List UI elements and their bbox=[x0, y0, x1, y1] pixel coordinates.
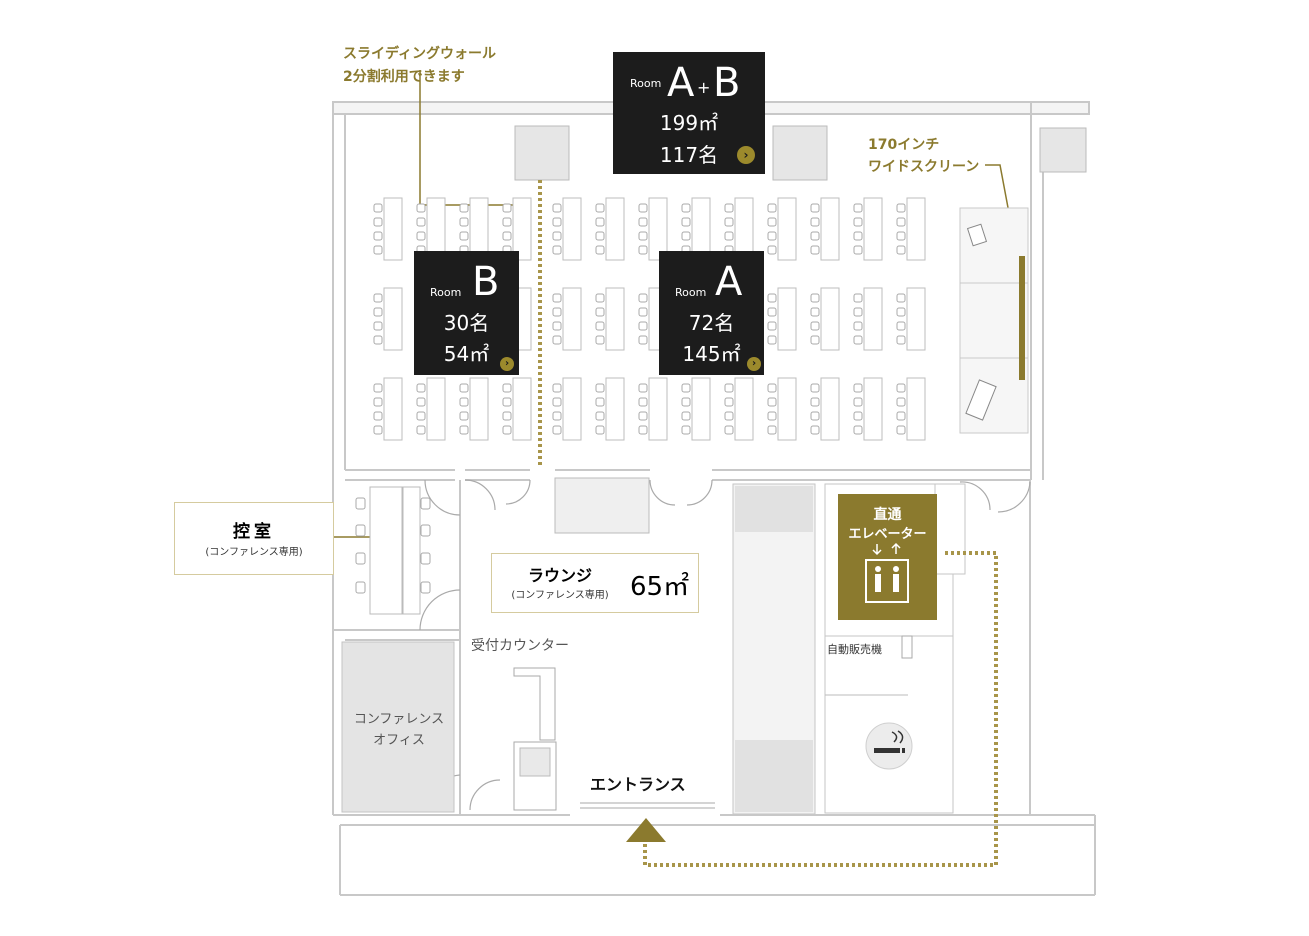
lounge-sub: (コンファレンス専用) bbox=[511, 590, 609, 601]
desk-with-chairs bbox=[416, 377, 446, 441]
room-ab-plus: + bbox=[697, 78, 711, 97]
vending-area bbox=[824, 635, 954, 814]
desk-with-chairs bbox=[896, 377, 926, 441]
room-ab-letter-b: B bbox=[713, 60, 741, 106]
stage bbox=[959, 207, 1029, 434]
route-line bbox=[643, 551, 998, 867]
room-ab-prefix: Room bbox=[630, 77, 662, 90]
sliding-wall-annotation-line2: 2分割利用できます bbox=[343, 69, 465, 85]
desk-with-chairs bbox=[638, 377, 668, 441]
screen-annotation-line2: ワイドスクリーン bbox=[868, 159, 980, 175]
waiting-room-sub: (コンファレンス専用) bbox=[205, 547, 303, 558]
desk-with-chairs bbox=[459, 377, 489, 441]
reception-counter bbox=[513, 667, 556, 741]
desk-with-chairs bbox=[552, 377, 582, 441]
entrance-label: エントランス bbox=[590, 775, 686, 794]
office-label-line2: オフィス bbox=[373, 733, 425, 748]
room-ab-letter-a: A bbox=[667, 60, 695, 106]
desk-with-chairs bbox=[853, 287, 883, 351]
wide-screen bbox=[1019, 256, 1025, 380]
waiting-room-title: 控室 bbox=[233, 522, 275, 542]
conference-office bbox=[341, 641, 455, 813]
desk-with-chairs bbox=[681, 377, 711, 441]
room-a-link-icon[interactable]: › bbox=[747, 357, 761, 371]
pillar bbox=[772, 125, 828, 181]
desk-with-chairs bbox=[767, 287, 797, 351]
desk-with-chairs bbox=[552, 287, 582, 351]
screen-annotation-line1: 170インチ bbox=[868, 137, 940, 153]
room-ab-link-icon[interactable]: › bbox=[737, 146, 755, 164]
desk-with-chairs bbox=[502, 377, 532, 441]
room-a-card[interactable]: Room A 72名 145㎡ › bbox=[659, 251, 764, 375]
waiting-room-table bbox=[369, 486, 403, 615]
desk-with-chairs bbox=[896, 287, 926, 351]
reception-label: 受付カウンター bbox=[471, 638, 569, 654]
room-a-letter: A bbox=[715, 259, 743, 305]
desk-with-chairs bbox=[724, 377, 754, 441]
elevator-people-icon bbox=[865, 542, 909, 603]
desk-with-chairs bbox=[595, 377, 625, 441]
room-b-capacity: 30名 bbox=[443, 311, 490, 335]
desk-with-chairs bbox=[595, 197, 625, 261]
room-b-prefix: Room bbox=[430, 286, 462, 299]
sliding-wall-leader bbox=[419, 70, 520, 206]
building-walls bbox=[332, 101, 1096, 896]
vending-label: 自動販売機 bbox=[827, 643, 882, 656]
smoking-icon bbox=[865, 722, 913, 770]
room-a-prefix: Room bbox=[675, 286, 707, 299]
lounge-label: ラウンジ (コンファレンス専用) 65㎡ bbox=[491, 553, 699, 613]
sliding-wall-annotation-line1: スライディングウォール bbox=[343, 46, 497, 62]
room-ab-area: 199㎡ bbox=[659, 111, 719, 135]
pillar bbox=[514, 125, 570, 181]
room-b-letter: B bbox=[472, 259, 500, 305]
desk-with-chairs bbox=[853, 377, 883, 441]
desk-with-chairs bbox=[373, 377, 403, 441]
desk-with-chairs bbox=[896, 197, 926, 261]
desk-with-chairs bbox=[853, 197, 883, 261]
desk-with-chairs bbox=[373, 287, 403, 351]
elevator-line1: 直通 bbox=[873, 507, 902, 523]
desk-with-chairs bbox=[595, 287, 625, 351]
desk-with-chairs bbox=[810, 197, 840, 261]
elevator-box bbox=[838, 494, 937, 620]
lounge-storage bbox=[554, 477, 650, 534]
desk-with-chairs bbox=[552, 197, 582, 261]
lounge-title: ラウンジ bbox=[527, 566, 592, 585]
pillar bbox=[1039, 127, 1087, 173]
desk-with-chairs bbox=[767, 197, 797, 261]
room-a-capacity: 72名 bbox=[688, 311, 735, 335]
desk-with-chairs bbox=[810, 287, 840, 351]
lounge-area: 65㎡ bbox=[630, 572, 690, 602]
entrance-arrow bbox=[626, 818, 666, 842]
room-b-area: 54㎡ bbox=[443, 342, 490, 366]
desk-with-chairs bbox=[373, 197, 403, 261]
room-ab-capacity: 117名 bbox=[659, 143, 719, 167]
desk-with-chairs bbox=[810, 377, 840, 441]
office-label-line1: コンファレンス bbox=[353, 712, 445, 727]
room-ab-card[interactable]: Room A + B 199㎡ 117名 › bbox=[613, 52, 765, 174]
waiting-room-label: 控室 (コンファレンス専用) bbox=[174, 502, 334, 575]
desk-with-chairs bbox=[767, 377, 797, 441]
room-a-area: 145㎡ bbox=[682, 342, 741, 366]
room-b-link-icon[interactable]: › bbox=[500, 357, 514, 371]
elevator-line2: エレベーター bbox=[848, 527, 927, 542]
room-b-card[interactable]: Room B 30名 54㎡ › bbox=[414, 251, 519, 375]
